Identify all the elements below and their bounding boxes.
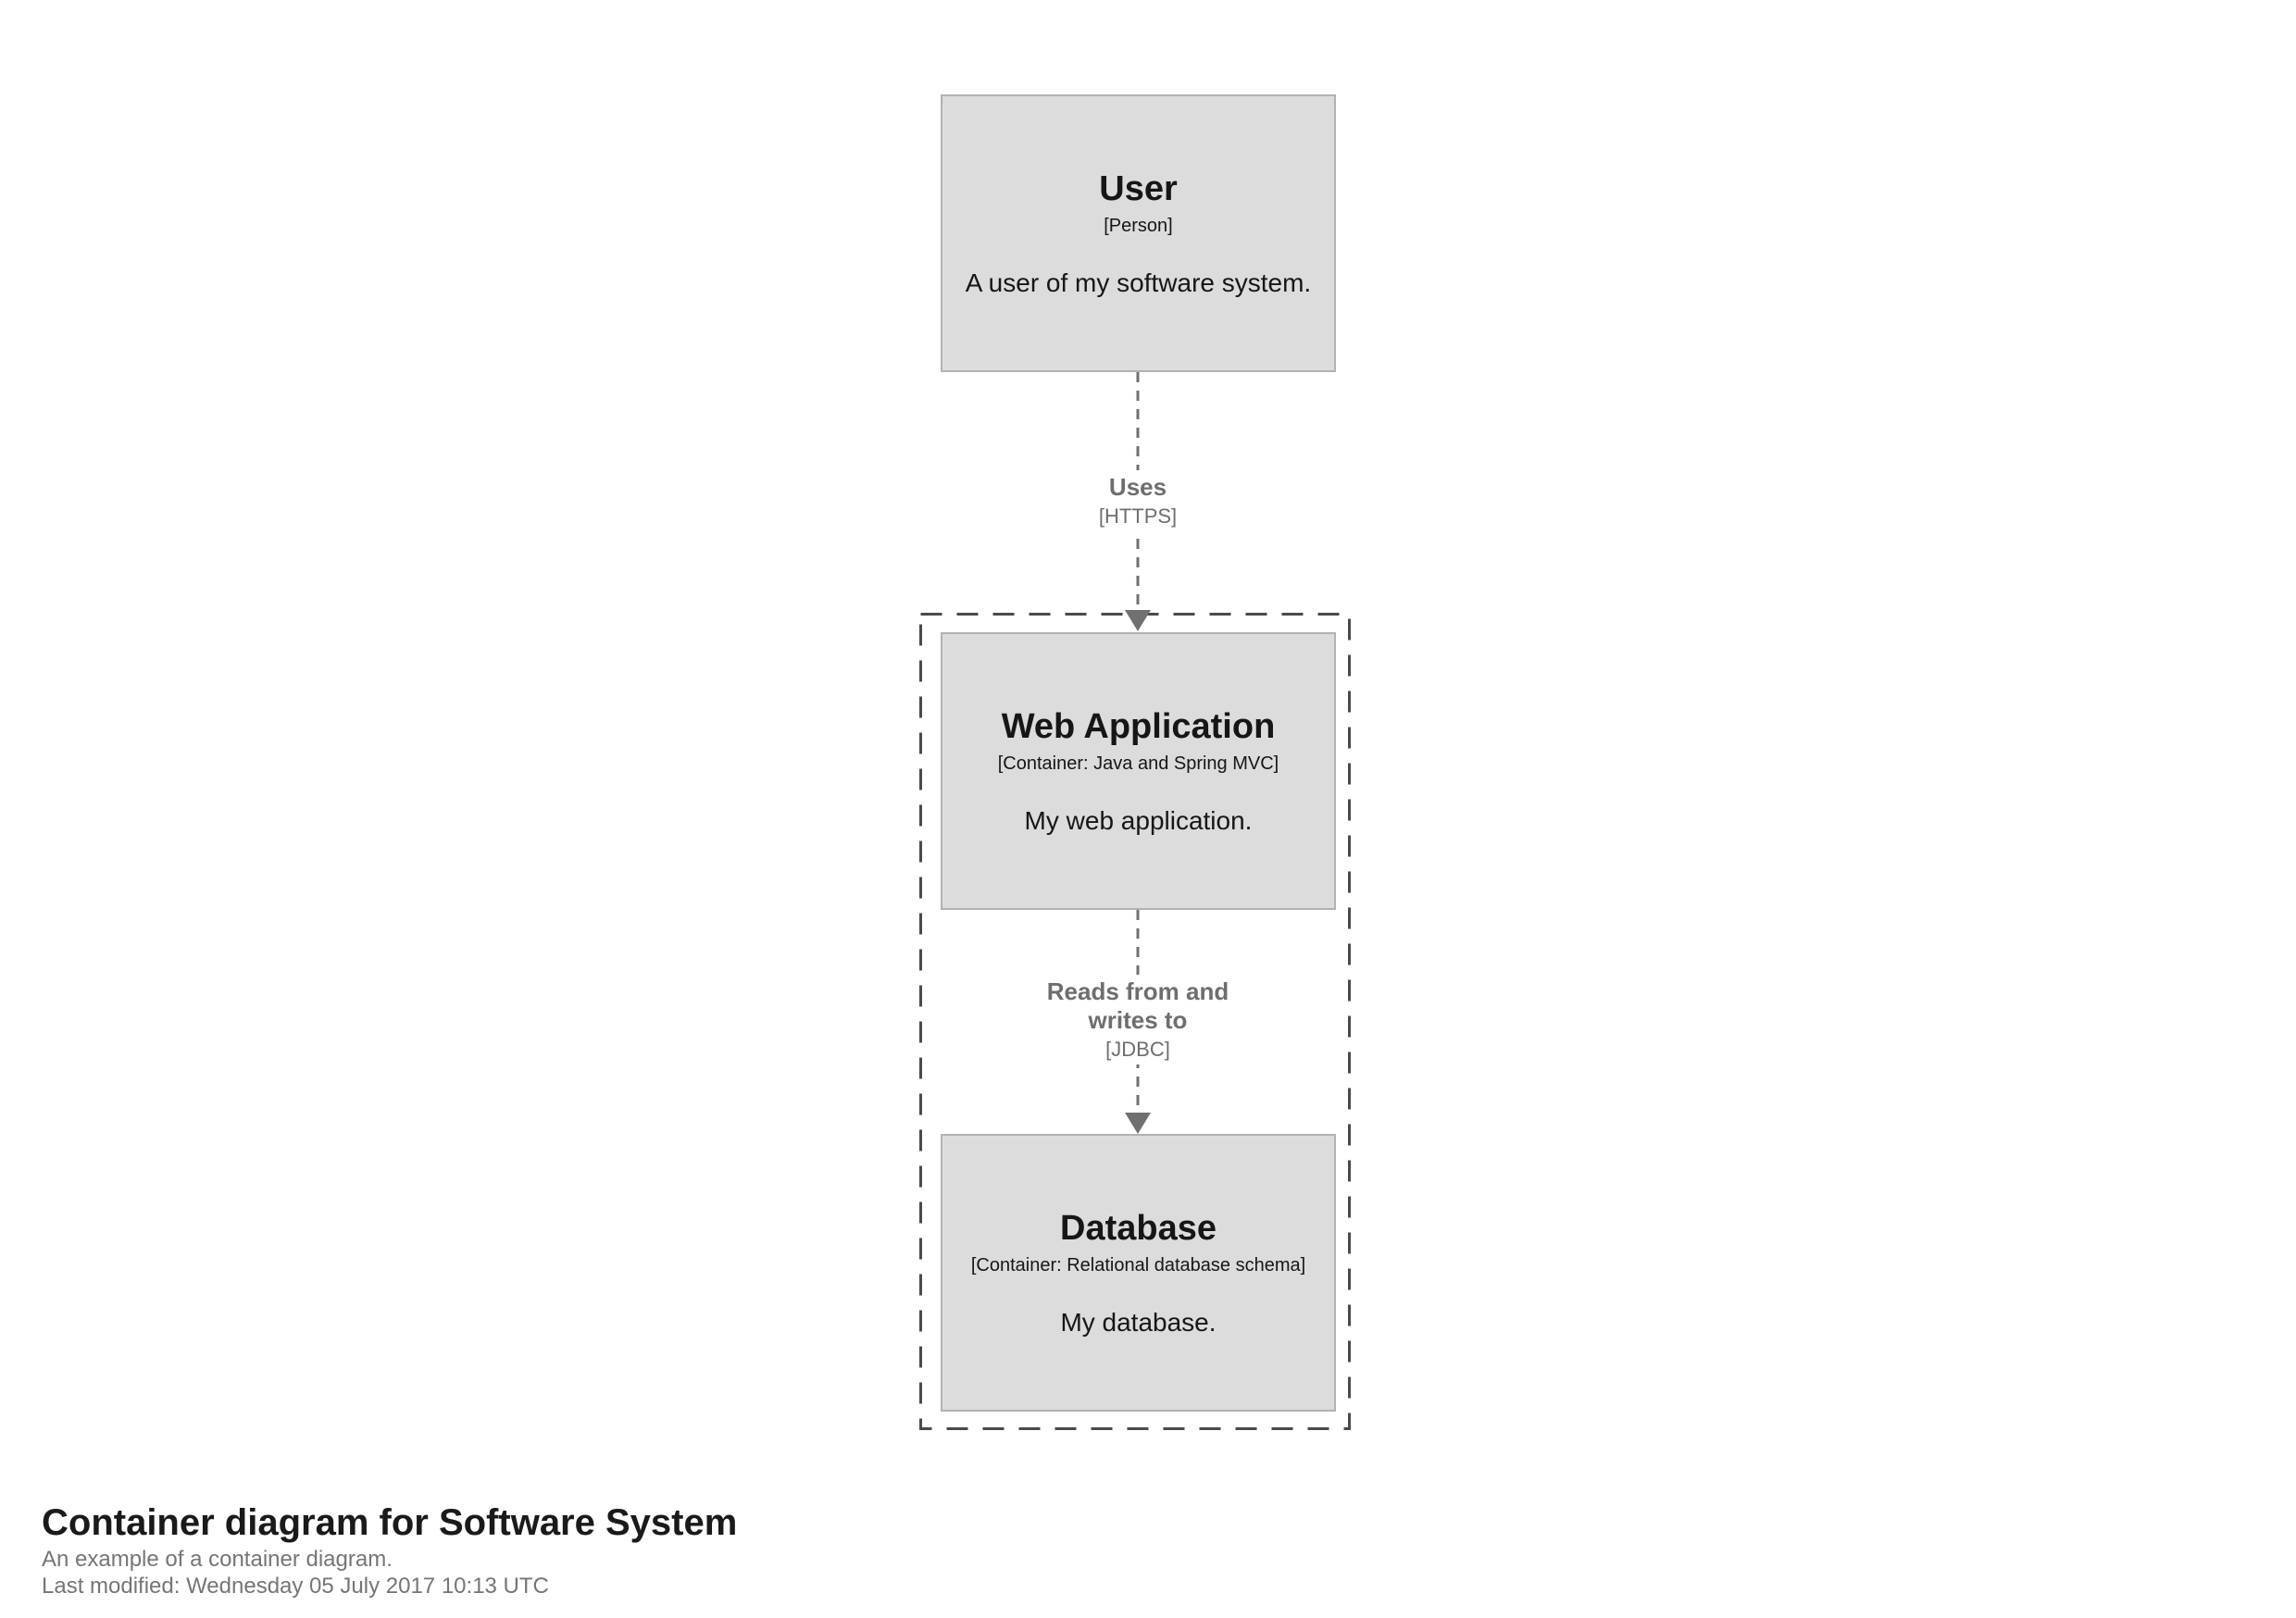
arrowhead-icon (1125, 610, 1151, 631)
diagram-last-modified: Last modified: Wednesday 05 July 2017 10… (42, 1574, 549, 1599)
node-description: A user of my software system. (965, 268, 1312, 297)
node-title: Web Application (1001, 707, 1276, 746)
node-description: My web application. (1024, 806, 1253, 835)
diagram-footer: Container diagram for Software System An… (42, 1500, 737, 1599)
node-database: Database [Container: Relational database… (941, 1134, 1336, 1412)
relationship-technology: [JDBC] (1105, 1038, 1170, 1061)
relationship-label-uses: Uses [HTTPS] (1089, 470, 1187, 531)
node-title: User (1099, 169, 1178, 208)
node-web-application: Web Application [Container: Java and Spr… (941, 632, 1336, 910)
relationship-name: Reads from and writes to (1046, 977, 1229, 1034)
node-title: Database (1060, 1209, 1217, 1248)
relationship-label-reads-writes: Reads from and writes to [JDBC] (1029, 975, 1247, 1064)
node-user: User [Person] A user of my software syst… (941, 94, 1336, 372)
diagram-description: An example of a container diagram. (42, 1547, 393, 1572)
arrowhead-icon (1125, 1113, 1151, 1134)
relationship-name: Uses (1108, 473, 1167, 501)
node-meta: [Container: Java and Spring MVC] (997, 753, 1279, 774)
node-meta: [Person] (1104, 216, 1173, 236)
diagram-title: Container diagram for Software System (42, 1502, 738, 1543)
node-description: My database. (1060, 1308, 1217, 1337)
node-meta: [Container: Relational database schema] (970, 1255, 1306, 1276)
relationship-technology: [HTTPS] (1098, 504, 1178, 528)
software-system-boundary (919, 613, 1351, 1430)
